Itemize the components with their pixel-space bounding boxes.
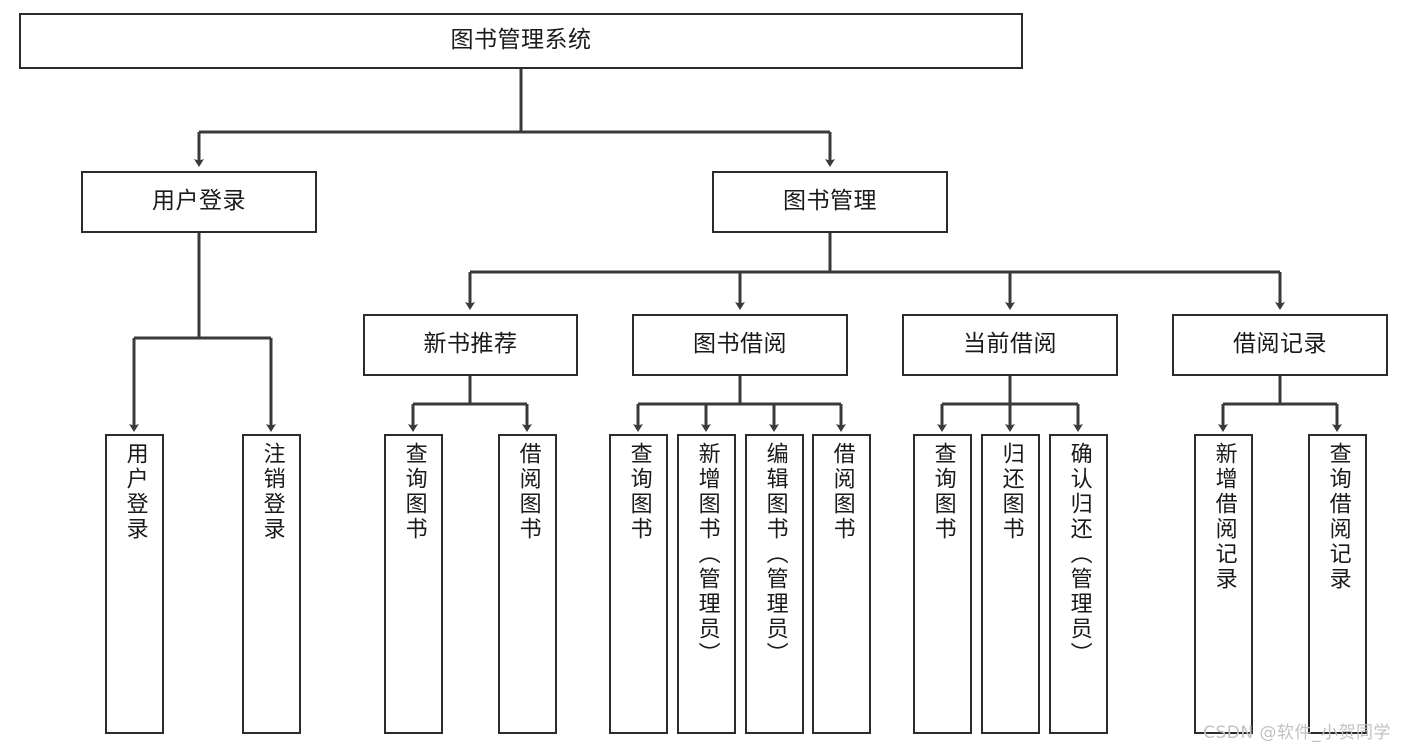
leaf-label: 归还图书 <box>998 442 1024 542</box>
leaf-borrow-record-add[interactable]: 新增借阅记录 <box>1194 434 1253 734</box>
node-borrow-record[interactable]: 借阅记录 <box>1172 314 1388 376</box>
node-new-book-recommend[interactable]: 新书推荐 <box>363 314 578 376</box>
leaf-label: 用户登录 <box>122 442 148 542</box>
leaf-book-borrow-borrow[interactable]: 借阅图书 <box>812 434 871 734</box>
node-root-label: 图书管理系统 <box>450 27 592 54</box>
leaf-label: 新增借阅记录 <box>1211 442 1237 592</box>
node-book-borrow[interactable]: 图书借阅 <box>632 314 848 376</box>
node-book-borrow-label: 图书借阅 <box>693 331 787 358</box>
leaf-label: 查询图书 <box>401 442 427 542</box>
node-borrow-record-label: 借阅记录 <box>1233 331 1327 358</box>
leaf-label: 借阅图书 <box>515 442 541 542</box>
leaf-user-login-logout[interactable]: 注销登录 <box>242 434 301 734</box>
leaf-new-book-borrow[interactable]: 借阅图书 <box>498 434 557 734</box>
node-book-management[interactable]: 图书管理 <box>712 171 948 233</box>
leaf-label: 新增图书（管理员） <box>694 442 720 667</box>
leaf-label: 查询借阅记录 <box>1325 442 1351 592</box>
leaf-label: 编辑图书（管理员） <box>762 442 788 667</box>
leaf-new-book-query[interactable]: 查询图书 <box>384 434 443 734</box>
leaf-current-borrow-return[interactable]: 归还图书 <box>981 434 1040 734</box>
leaf-label: 查询图书 <box>626 442 652 542</box>
leaf-label: 借阅图书 <box>829 442 855 542</box>
leaf-book-borrow-add[interactable]: 新增图书（管理员） <box>677 434 736 734</box>
node-book-management-label: 图书管理 <box>783 188 877 215</box>
node-current-borrow[interactable]: 当前借阅 <box>902 314 1118 376</box>
leaf-user-login-login[interactable]: 用户登录 <box>105 434 164 734</box>
leaf-book-borrow-query[interactable]: 查询图书 <box>609 434 668 734</box>
node-current-borrow-label: 当前借阅 <box>963 331 1057 358</box>
node-user-login-label: 用户登录 <box>152 188 246 215</box>
leaf-borrow-record-query[interactable]: 查询借阅记录 <box>1308 434 1367 734</box>
leaf-current-borrow-query[interactable]: 查询图书 <box>913 434 972 734</box>
leaf-label: 注销登录 <box>259 442 285 542</box>
leaf-book-borrow-edit[interactable]: 编辑图书（管理员） <box>745 434 804 734</box>
node-new-book-recommend-label: 新书推荐 <box>423 331 518 358</box>
node-user-login[interactable]: 用户登录 <box>81 171 317 233</box>
leaf-label: 确认归还（管理员） <box>1066 442 1092 667</box>
leaf-current-borrow-confirm-return[interactable]: 确认归还（管理员） <box>1049 434 1108 734</box>
leaf-label: 查询图书 <box>930 442 956 542</box>
node-root-book-management-system[interactable]: 图书管理系统 <box>19 13 1023 69</box>
